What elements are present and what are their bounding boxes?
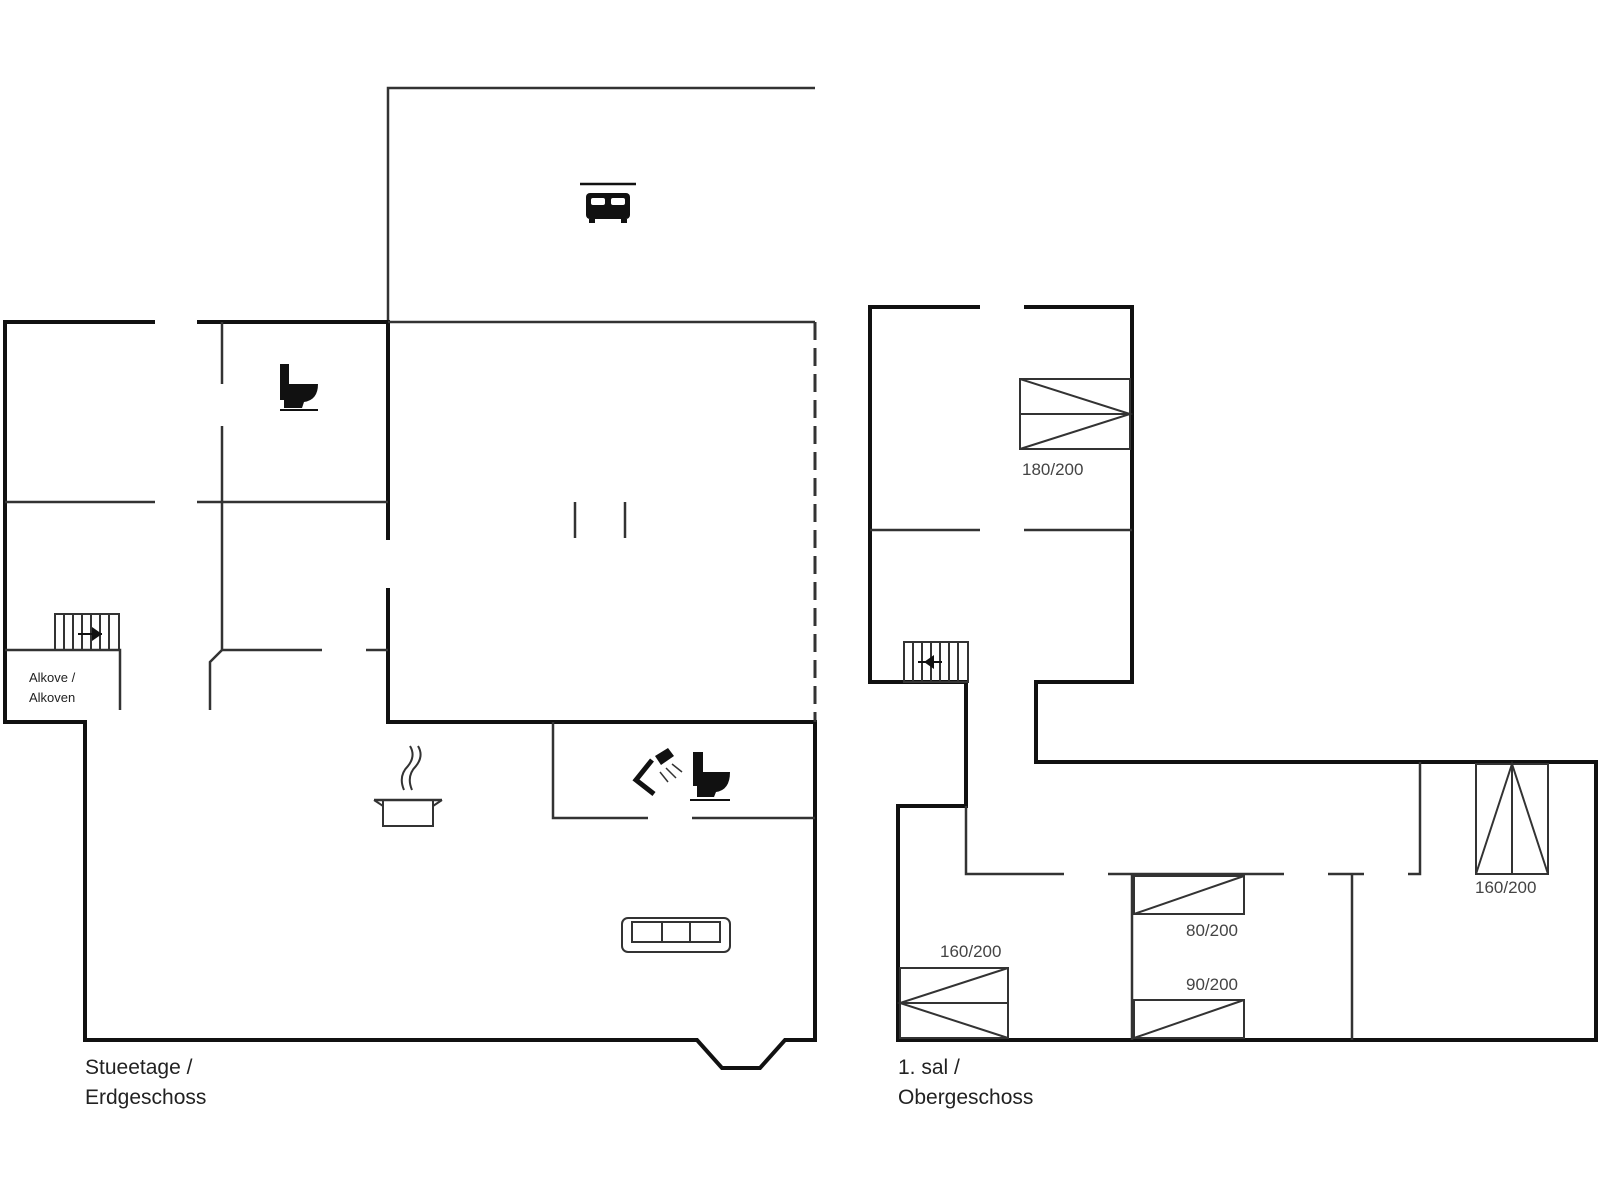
sofa-icon bbox=[621, 917, 731, 953]
shower-icon bbox=[632, 748, 683, 796]
staircase-icon bbox=[903, 641, 969, 683]
bed-size-label: 80/200 bbox=[1186, 921, 1238, 940]
alcove-label-line1: Alkove / bbox=[29, 670, 76, 685]
corridor-wall bbox=[964, 762, 1422, 876]
alcove-label-line2: Alkoven bbox=[29, 690, 75, 705]
double-bed-icon bbox=[580, 182, 636, 223]
double-bed-symbol bbox=[896, 967, 1009, 1039]
bed-size-label: 90/200 bbox=[1186, 975, 1238, 994]
staircase-icon bbox=[54, 613, 120, 651]
interior-wall bbox=[208, 649, 223, 710]
single-bed-symbol bbox=[1133, 875, 1245, 915]
bed-size-label: 180/200 bbox=[1022, 460, 1083, 479]
ground-floor-exterior-wall bbox=[3, 320, 817, 1070]
bed-size-label: 160/200 bbox=[940, 942, 1001, 961]
cooking-pot-icon bbox=[373, 745, 443, 827]
single-bed-symbol bbox=[1133, 999, 1245, 1039]
ground-floor-label-line1: Stueetage / bbox=[85, 1056, 193, 1079]
upper-floor-label-line2: Obergeschoss bbox=[898, 1086, 1033, 1109]
toilet-icon bbox=[280, 364, 318, 411]
toilet-icon bbox=[690, 752, 730, 801]
ground-floor: Alkove / Alkoven bbox=[3, 86, 817, 1109]
bed-size-label: 160/200 bbox=[1475, 878, 1536, 897]
double-bed-symbol bbox=[1475, 760, 1549, 875]
terrace-outline bbox=[386, 86, 815, 322]
double-bed-symbol bbox=[1019, 378, 1134, 450]
bathroom-wall bbox=[551, 722, 815, 820]
upper-floor-label-line1: 1. sal / bbox=[898, 1056, 960, 1079]
ground-floor-label-line2: Erdgeschoss bbox=[85, 1086, 206, 1109]
upper-floor: 180/200 160/200 80/200 90/200 160/200 bbox=[868, 303, 1598, 1109]
